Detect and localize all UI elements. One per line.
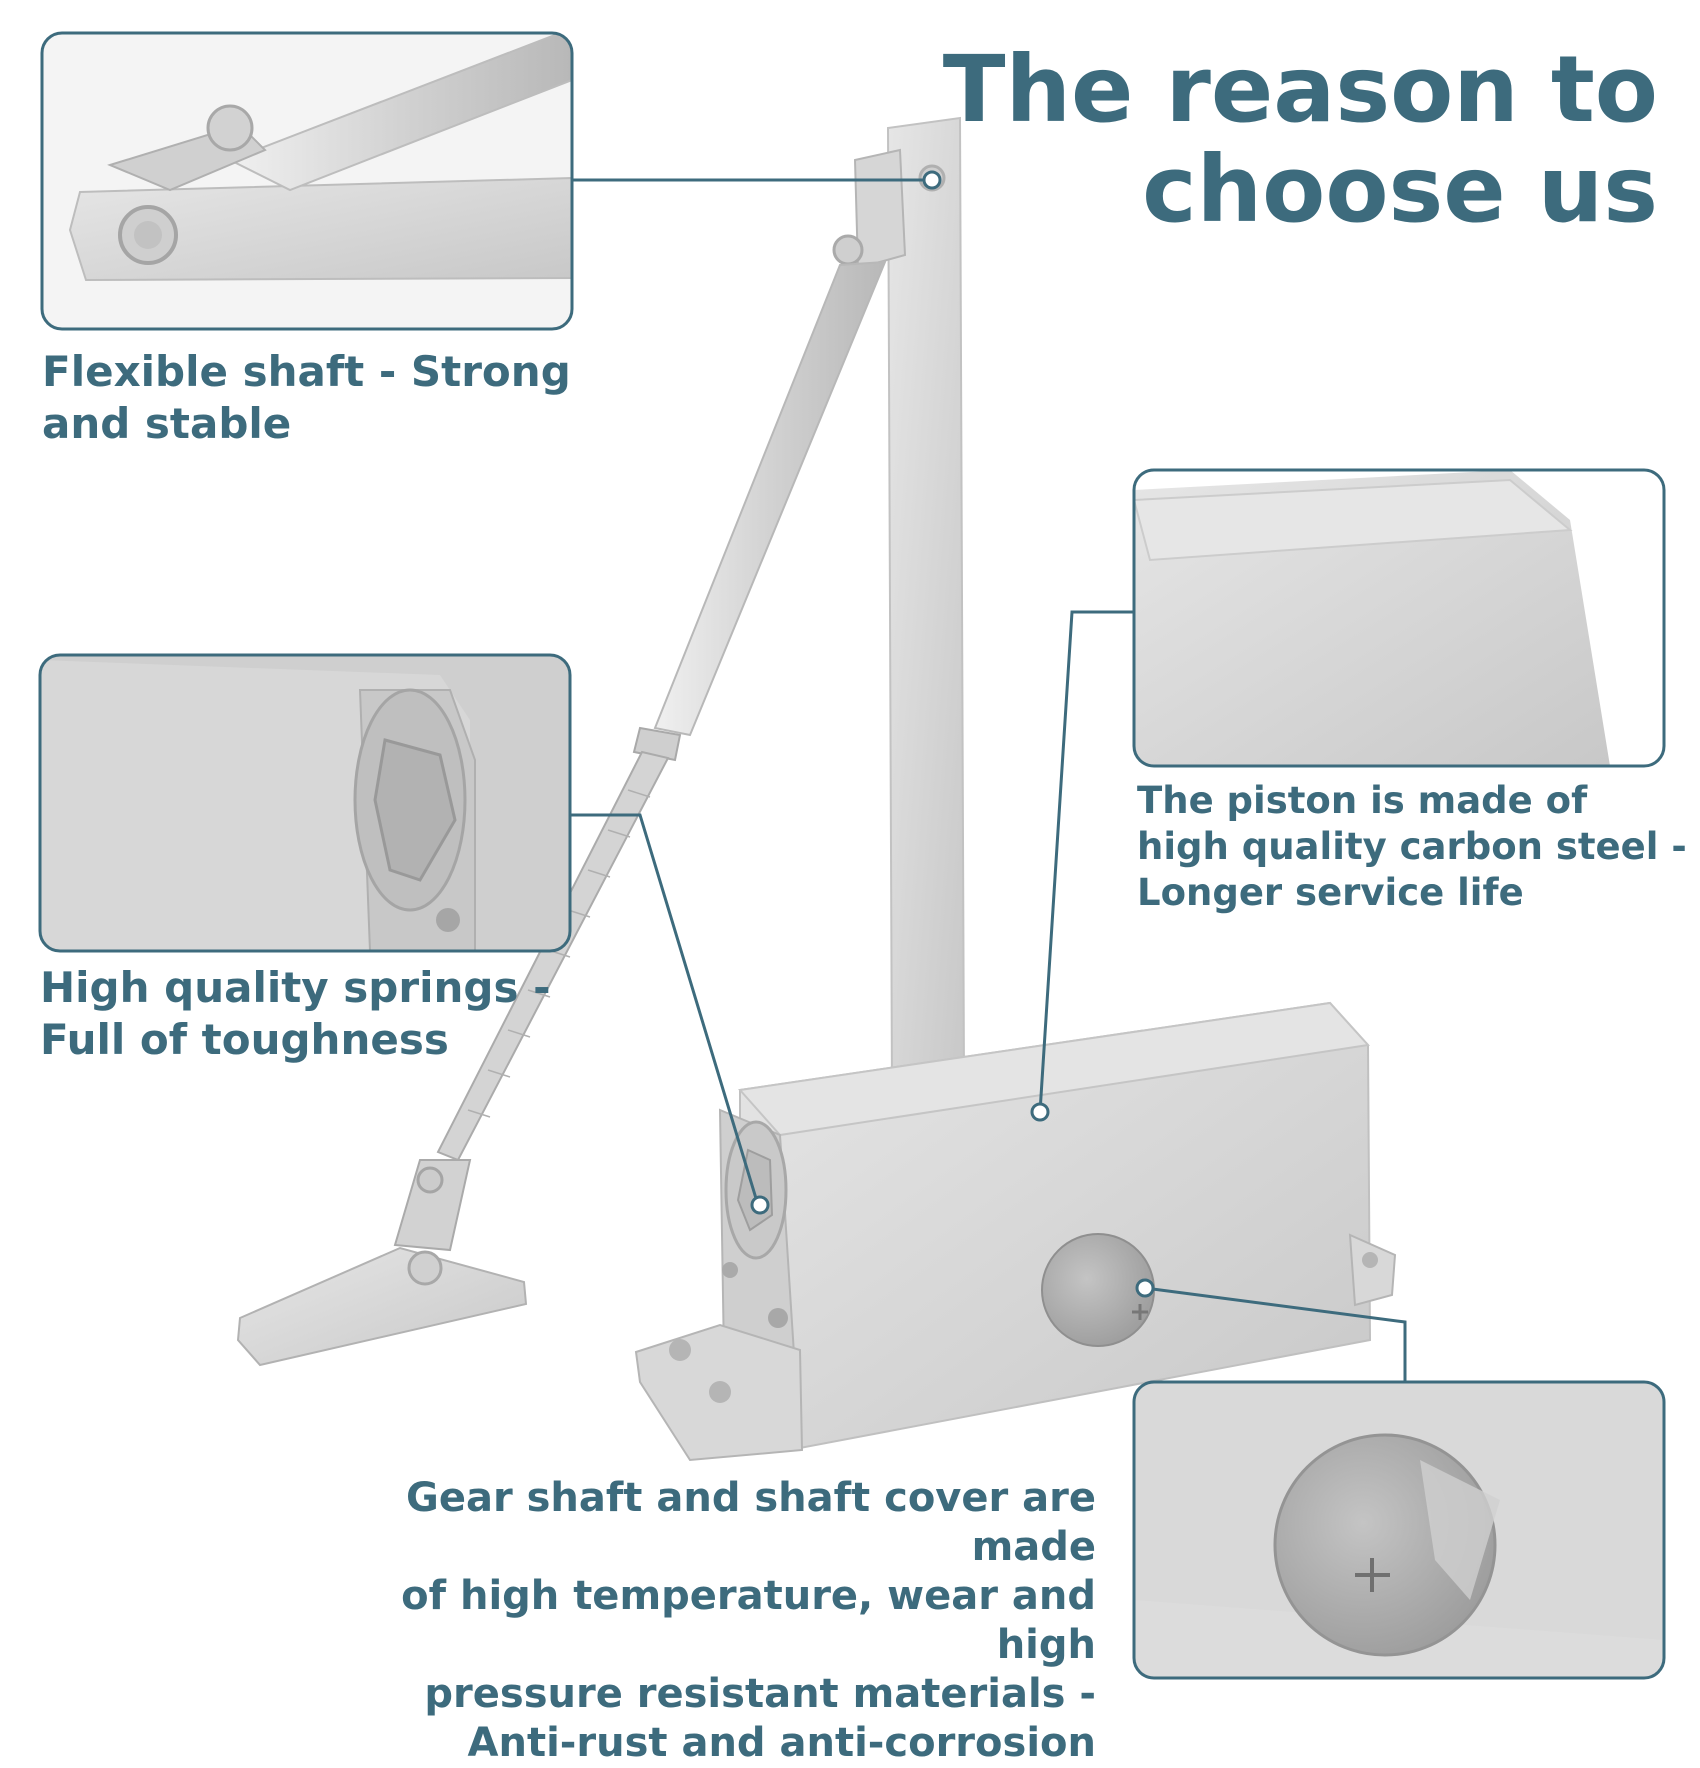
caption-line: high quality carbon steel - [1137,825,1687,868]
product-infographic: The reason to choose us Flexible shaft -… [38,31,1687,1766]
callout-dots [750,170,1155,1298]
callout-leader-lines [570,178,1407,1382]
page-title: The reason to choose us [898,40,1658,240]
dot-flexible-shaft [922,170,942,190]
leader-gear-shaft [1144,1286,1407,1382]
caption-line: Gear shaft and shaft cover are made [406,1475,1096,1570]
detail-panel-flexible-shaft [40,31,574,331]
caption-line: and stable [42,399,292,448]
dot-piston [1030,1102,1050,1122]
caption-piston: The piston is made of high quality carbo… [1137,778,1687,916]
caption-line: of high temperature, wear and high [401,1573,1096,1668]
caption-line: The piston is made of [1137,779,1588,822]
caption-line: pressure resistant materials - [424,1671,1096,1717]
caption-line: Anti-rust and anti-corrosion [467,1720,1096,1766]
caption-gear-shaft: Gear shaft and shaft cover are made of h… [290,1474,1096,1768]
door-closer-illustration [38,31,1666,1680]
caption-line: Longer service life [1137,871,1524,914]
caption-flexible-shaft: Flexible shaft - Strong and stable [42,346,571,450]
leader-piston [1038,610,1134,1113]
dot-gear-shaft [1135,1278,1155,1298]
title-line-1: The reason to [942,36,1658,143]
detail-panel-springs [38,653,572,953]
detail-panel-piston [1132,468,1666,768]
dot-springs [750,1195,770,1215]
caption-line: Flexible shaft - Strong [42,347,571,396]
caption-line: High quality springs - [40,963,551,1012]
caption-line: Full of toughness [40,1015,449,1064]
title-line-2: choose us [1142,136,1658,243]
door-closer-body [236,116,1397,1462]
caption-springs: High quality springs - Full of toughness [40,962,551,1066]
detail-panel-gear-shaft-cover [1132,1380,1666,1680]
leader-springs [570,813,760,1206]
